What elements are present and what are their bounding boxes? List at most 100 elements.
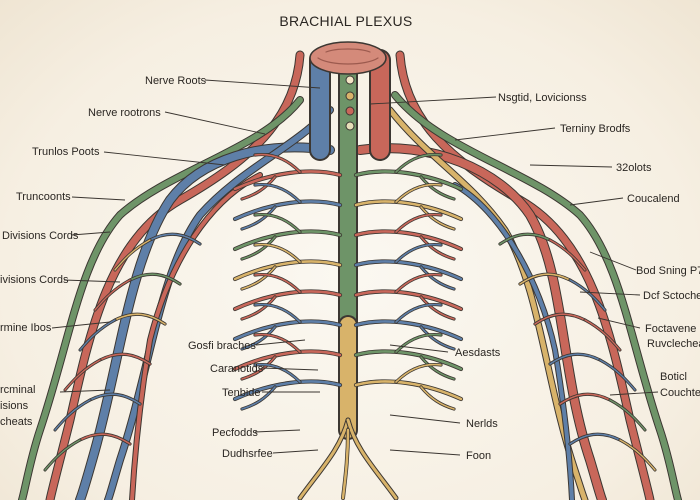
label-nerve-rootrons: Nerve rootrons [88,107,161,119]
branchlet [395,153,442,173]
branchlet [420,206,455,230]
branchlet [569,279,606,311]
branchlet [420,176,455,200]
branchlet [254,213,301,233]
branchlet [233,230,342,251]
branchlet [534,313,586,325]
branchlet [64,359,101,391]
branchlet [129,273,181,285]
branchlet [241,386,276,410]
branchlet [233,200,342,221]
branchlet [354,380,463,401]
branchlet [79,433,131,445]
label-terniny-brodfs: Terniny Brodfs [560,123,631,135]
label-ruvclechea: Ruvclechea [647,338,700,350]
branchlet [241,296,276,320]
branchlet [584,319,621,351]
branchlet [420,236,455,260]
branchlet [395,363,442,383]
label-cheats: cheats [0,416,33,428]
label-tenbide: Tenbide [222,387,261,399]
branchlet [54,399,91,431]
branchlet [254,333,301,353]
branchlet [94,279,131,311]
branchlet [254,303,301,323]
branchlet [89,393,141,405]
central-cord [309,41,391,440]
label-couchtea: Couchtea [660,387,700,399]
branchlet [569,433,621,445]
branchlet [549,353,601,365]
right-labels: Nsgtid, Lovicionss Terniny Brodfs 32olot… [498,92,700,399]
branchlet [99,353,151,365]
branchlet [233,350,342,371]
branchlet [420,386,455,410]
leader-lines [51,79,659,456]
label-32olots: 32olots [616,162,652,174]
branchlet [609,399,646,431]
branchlet [233,320,342,341]
label-nerve-roots: Nerve Roots [145,75,207,87]
label-rmine-ibos: rmine Ibos [0,322,52,334]
label-bod-sning-p7: Bod Sning P7 [636,265,700,277]
branchlet [354,260,463,281]
label-foon: Foon [466,450,491,462]
branchlet [354,320,463,341]
branchlet [233,290,342,311]
branchlet [254,183,301,203]
label-truncoonts: Truncoonts [16,191,71,203]
branchlet [233,380,342,401]
branchlet [395,333,442,353]
branchlet [114,313,166,325]
branchlet [79,319,116,351]
branchlet [519,273,571,285]
label-pecfodds: Pecfodds [212,427,258,439]
branchlet [559,393,611,405]
branchlet [241,356,276,380]
branchlet [599,359,636,391]
branchlet [549,239,586,271]
label-nsgtid-lovicionss: Nsgtid, Lovicionss [498,92,587,104]
branchlet [395,273,442,293]
branchlet [354,290,463,311]
branchlet [254,153,301,173]
label-coucalend: Coucalend [627,193,680,205]
branchlet [420,296,455,320]
diagram-title: BRACHIAL PLEXUS [279,13,412,29]
label-divisions-cords: Divisions Cords [2,230,79,242]
branchlet [149,233,201,245]
branchlet [354,200,463,221]
branchlet [354,230,463,251]
branchlet [254,273,301,293]
branchlet [395,183,442,203]
nerve-branchlets [43,152,657,472]
branchlet [420,266,455,290]
left-labels: Nerve Roots Nerve rootrons Trunlos Poots… [0,75,207,428]
label-caranotids: Caranotids [210,363,264,375]
branchlet [254,243,301,263]
label-trunlos-poots: Trunlos Poots [32,146,100,158]
branchlet [354,170,463,191]
label-foctavene: Foctavene [645,323,696,335]
branchlet [420,356,455,380]
branchlet [395,213,442,233]
center-labels: Gosfi braches Aesdasts Caranotids Tenbid… [188,340,501,462]
branchlet [44,439,81,471]
label-dudhsrfee: Dudhsrfee [222,448,273,460]
label-gosfi-braches: Gosfi braches [188,340,256,352]
label-dcf-sctoche: Dcf Sctoche [643,290,700,302]
label-isions: isions [0,400,29,412]
label-aesdasts: Aesdasts [455,347,501,359]
branchlet [395,243,442,263]
branchlet [241,206,276,230]
branchlet [354,350,463,371]
label-boticl: Boticl [660,371,687,383]
branchlet [233,170,342,191]
branchlet [254,363,301,383]
branchlet [241,236,276,260]
branchlet [241,266,276,290]
label-rcminal: rcminal [0,384,35,396]
branchlet [420,326,455,350]
